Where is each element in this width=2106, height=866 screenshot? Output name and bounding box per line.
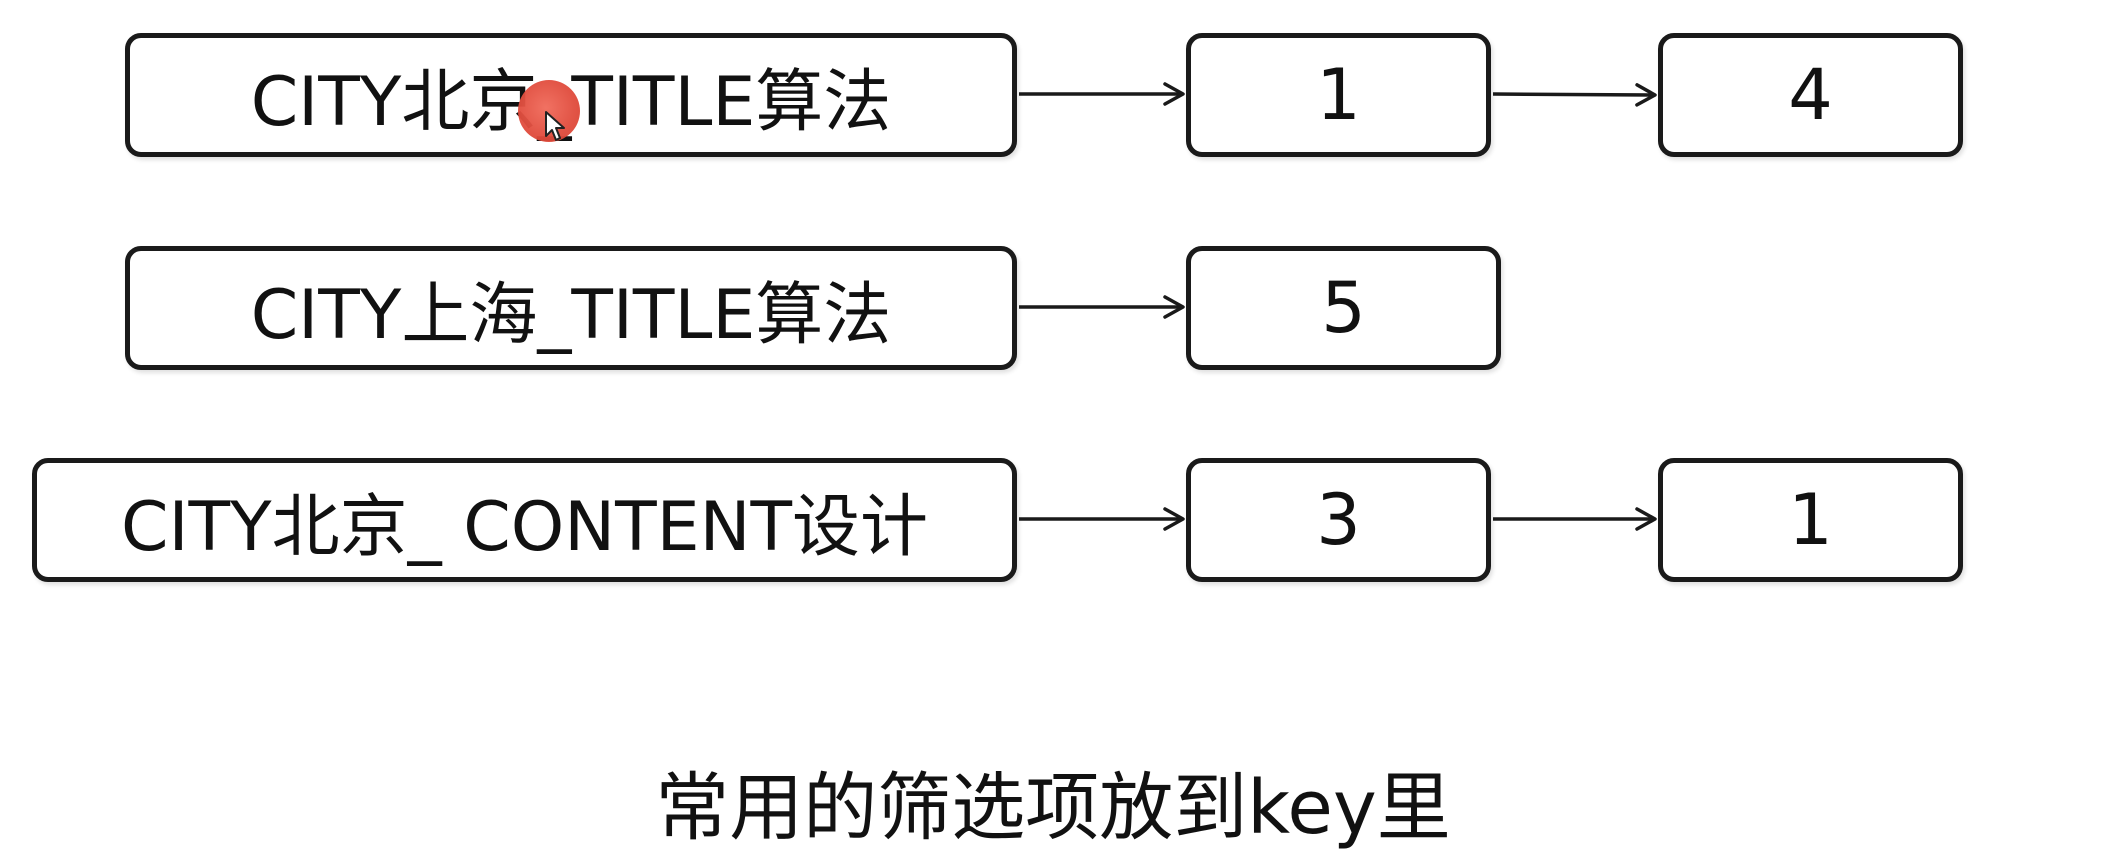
value-label: 1: [1316, 54, 1361, 136]
value-label: 1: [1788, 479, 1833, 561]
value-node-row3-1: 3: [1186, 458, 1491, 582]
key-label: CITY上海_TITLE算法: [250, 275, 892, 355]
arrow-right-icon: [1492, 83, 1657, 107]
mouse-pointer-icon: [545, 111, 565, 141]
caption-text: 常用的筛选项放到key里: [655, 765, 1451, 851]
value-node-row2-1: 5: [1186, 246, 1501, 370]
key-label: CITY北京_ CONTENT设计: [120, 487, 928, 567]
key-node-row3: CITY北京_ CONTENT设计: [32, 458, 1017, 582]
value-node-row1-2: 4: [1658, 33, 1963, 157]
value-label: 3: [1316, 479, 1361, 561]
key-node-row2: CITY上海_TITLE算法: [125, 246, 1017, 370]
value-node-row1-1: 1: [1186, 33, 1491, 157]
value-label: 4: [1788, 54, 1833, 136]
value-label: 5: [1321, 267, 1366, 349]
value-node-row3-2: 1: [1658, 458, 1963, 582]
